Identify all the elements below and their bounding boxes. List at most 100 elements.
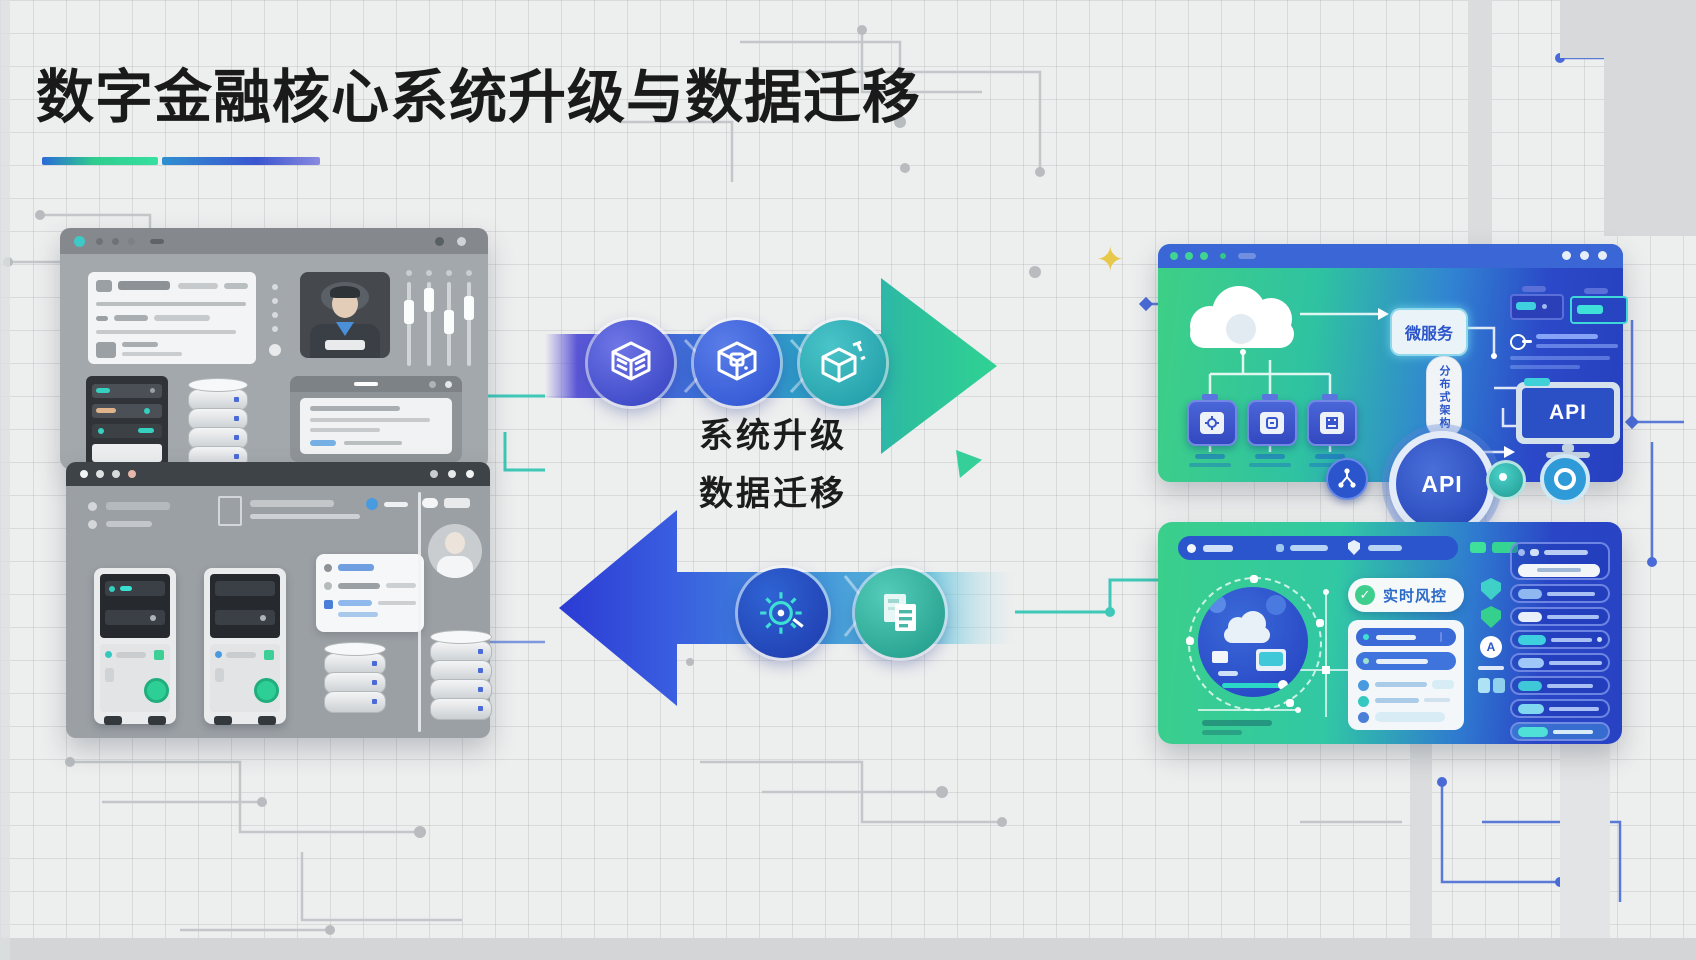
nav-square	[1276, 544, 1284, 552]
rack-slot	[92, 424, 162, 438]
text-bar	[250, 500, 334, 507]
user-hair	[330, 286, 360, 298]
window-dash	[354, 382, 378, 386]
text-line	[96, 302, 246, 306]
window-dash	[1238, 253, 1256, 259]
tower-foot	[104, 716, 122, 725]
text-bar	[116, 652, 146, 658]
list-dot	[88, 520, 97, 529]
migration-label: 数据迁移	[699, 475, 847, 513]
risk-detail-card	[1348, 620, 1464, 730]
chip-caption-bar	[1195, 454, 1225, 459]
row-badge	[1518, 611, 1542, 622]
text-bar	[386, 583, 416, 588]
dashboard-globe	[1198, 587, 1308, 697]
row-text-bar	[1424, 698, 1450, 702]
row-text-bar	[1544, 550, 1588, 556]
background-strip-left	[0, 0, 10, 960]
text-bar	[378, 601, 416, 605]
cloud-icon	[1186, 280, 1302, 352]
legacy-form-card	[88, 272, 256, 364]
row-text-bar	[1551, 637, 1593, 642]
window-dot	[448, 470, 456, 478]
text-line	[310, 428, 380, 432]
monitor-accent	[1524, 378, 1550, 386]
architecture-tag-capsule: 分布式架构	[1426, 356, 1462, 438]
page-title: 数字金融核心系统升级与数据迁移	[36, 65, 922, 130]
chip-caption-bar	[1255, 454, 1285, 459]
window-dot	[435, 237, 444, 246]
shield-icon-teal	[1481, 578, 1501, 600]
legacy-inner-window	[290, 376, 462, 462]
api-monitor: API	[1516, 378, 1620, 460]
background-vertical-band-lower	[1410, 744, 1432, 960]
row-dot	[1518, 549, 1525, 557]
row-text-bar	[1375, 682, 1427, 687]
rack-slot	[92, 444, 162, 462]
legacy-window-bottom-titlebar	[66, 462, 490, 486]
sync-node-dot	[1499, 473, 1507, 481]
database-stack	[324, 642, 386, 713]
tower-body-panel	[210, 644, 280, 712]
indicator-dot	[269, 344, 281, 356]
tower-foot	[258, 716, 276, 725]
row-text-bar	[1547, 683, 1593, 688]
tower-top-panel	[100, 574, 170, 638]
slider-dot	[406, 270, 412, 276]
window-dot	[80, 470, 88, 478]
ring-node	[1286, 699, 1294, 707]
tower-slot	[215, 610, 275, 625]
row-badge	[1518, 703, 1544, 714]
security-icon-strip: A	[1478, 578, 1506, 728]
chip-led-bar	[1516, 302, 1536, 310]
sparkle-icon: ✦	[1096, 241, 1125, 279]
drive-slot	[105, 668, 114, 682]
list-square	[324, 600, 333, 609]
caption-bar	[1202, 720, 1272, 726]
row-badge	[1518, 680, 1542, 691]
nav-text-bar	[1368, 545, 1402, 551]
text-bar	[106, 502, 170, 510]
key-icon	[1510, 334, 1532, 350]
tower-led	[150, 615, 156, 621]
ring-node	[1250, 575, 1258, 583]
text-bar	[1510, 365, 1580, 369]
tower-led	[260, 615, 266, 621]
bubble-icon	[1266, 595, 1286, 615]
strip-square	[1493, 678, 1505, 693]
microservice-chip-2	[1247, 394, 1297, 446]
risk-control-tag: ✓ 实时风控	[1348, 578, 1464, 612]
window-dot	[430, 470, 438, 478]
window-dot	[128, 470, 136, 478]
text-bar	[114, 315, 148, 321]
title-underline-right	[162, 157, 320, 165]
microservice-chip-1	[1187, 394, 1237, 446]
window-dot	[1562, 251, 1571, 260]
text-bar	[96, 316, 108, 321]
text-bar	[384, 502, 408, 507]
button-text-bar	[1376, 635, 1416, 640]
chip-tab	[1202, 394, 1218, 400]
text-bar	[1218, 671, 1238, 676]
background-vertical-band-lower-2	[1560, 744, 1610, 960]
upgrade-label: 系统升级	[699, 417, 847, 455]
button-text-bar	[1376, 659, 1428, 664]
panel-divider	[418, 492, 421, 732]
feature-list-row	[1510, 584, 1610, 603]
row-text-bar	[1553, 729, 1593, 734]
accent-square	[154, 650, 164, 660]
cloud-mini-base	[1224, 627, 1270, 643]
text-bar	[444, 498, 470, 508]
tower-foot	[214, 716, 232, 725]
chip-caption-bar	[1249, 463, 1291, 467]
upgrade-step-build-icon	[800, 320, 886, 406]
text-bar	[338, 583, 380, 589]
lock-icon	[215, 651, 222, 658]
window-dot	[1598, 251, 1607, 260]
text-line	[310, 418, 430, 422]
tower-slot	[105, 581, 165, 596]
row-badge	[1518, 726, 1548, 737]
nav-green-pill	[1470, 542, 1486, 553]
accent-square	[264, 650, 274, 660]
inner-window-titlebar	[290, 376, 462, 392]
